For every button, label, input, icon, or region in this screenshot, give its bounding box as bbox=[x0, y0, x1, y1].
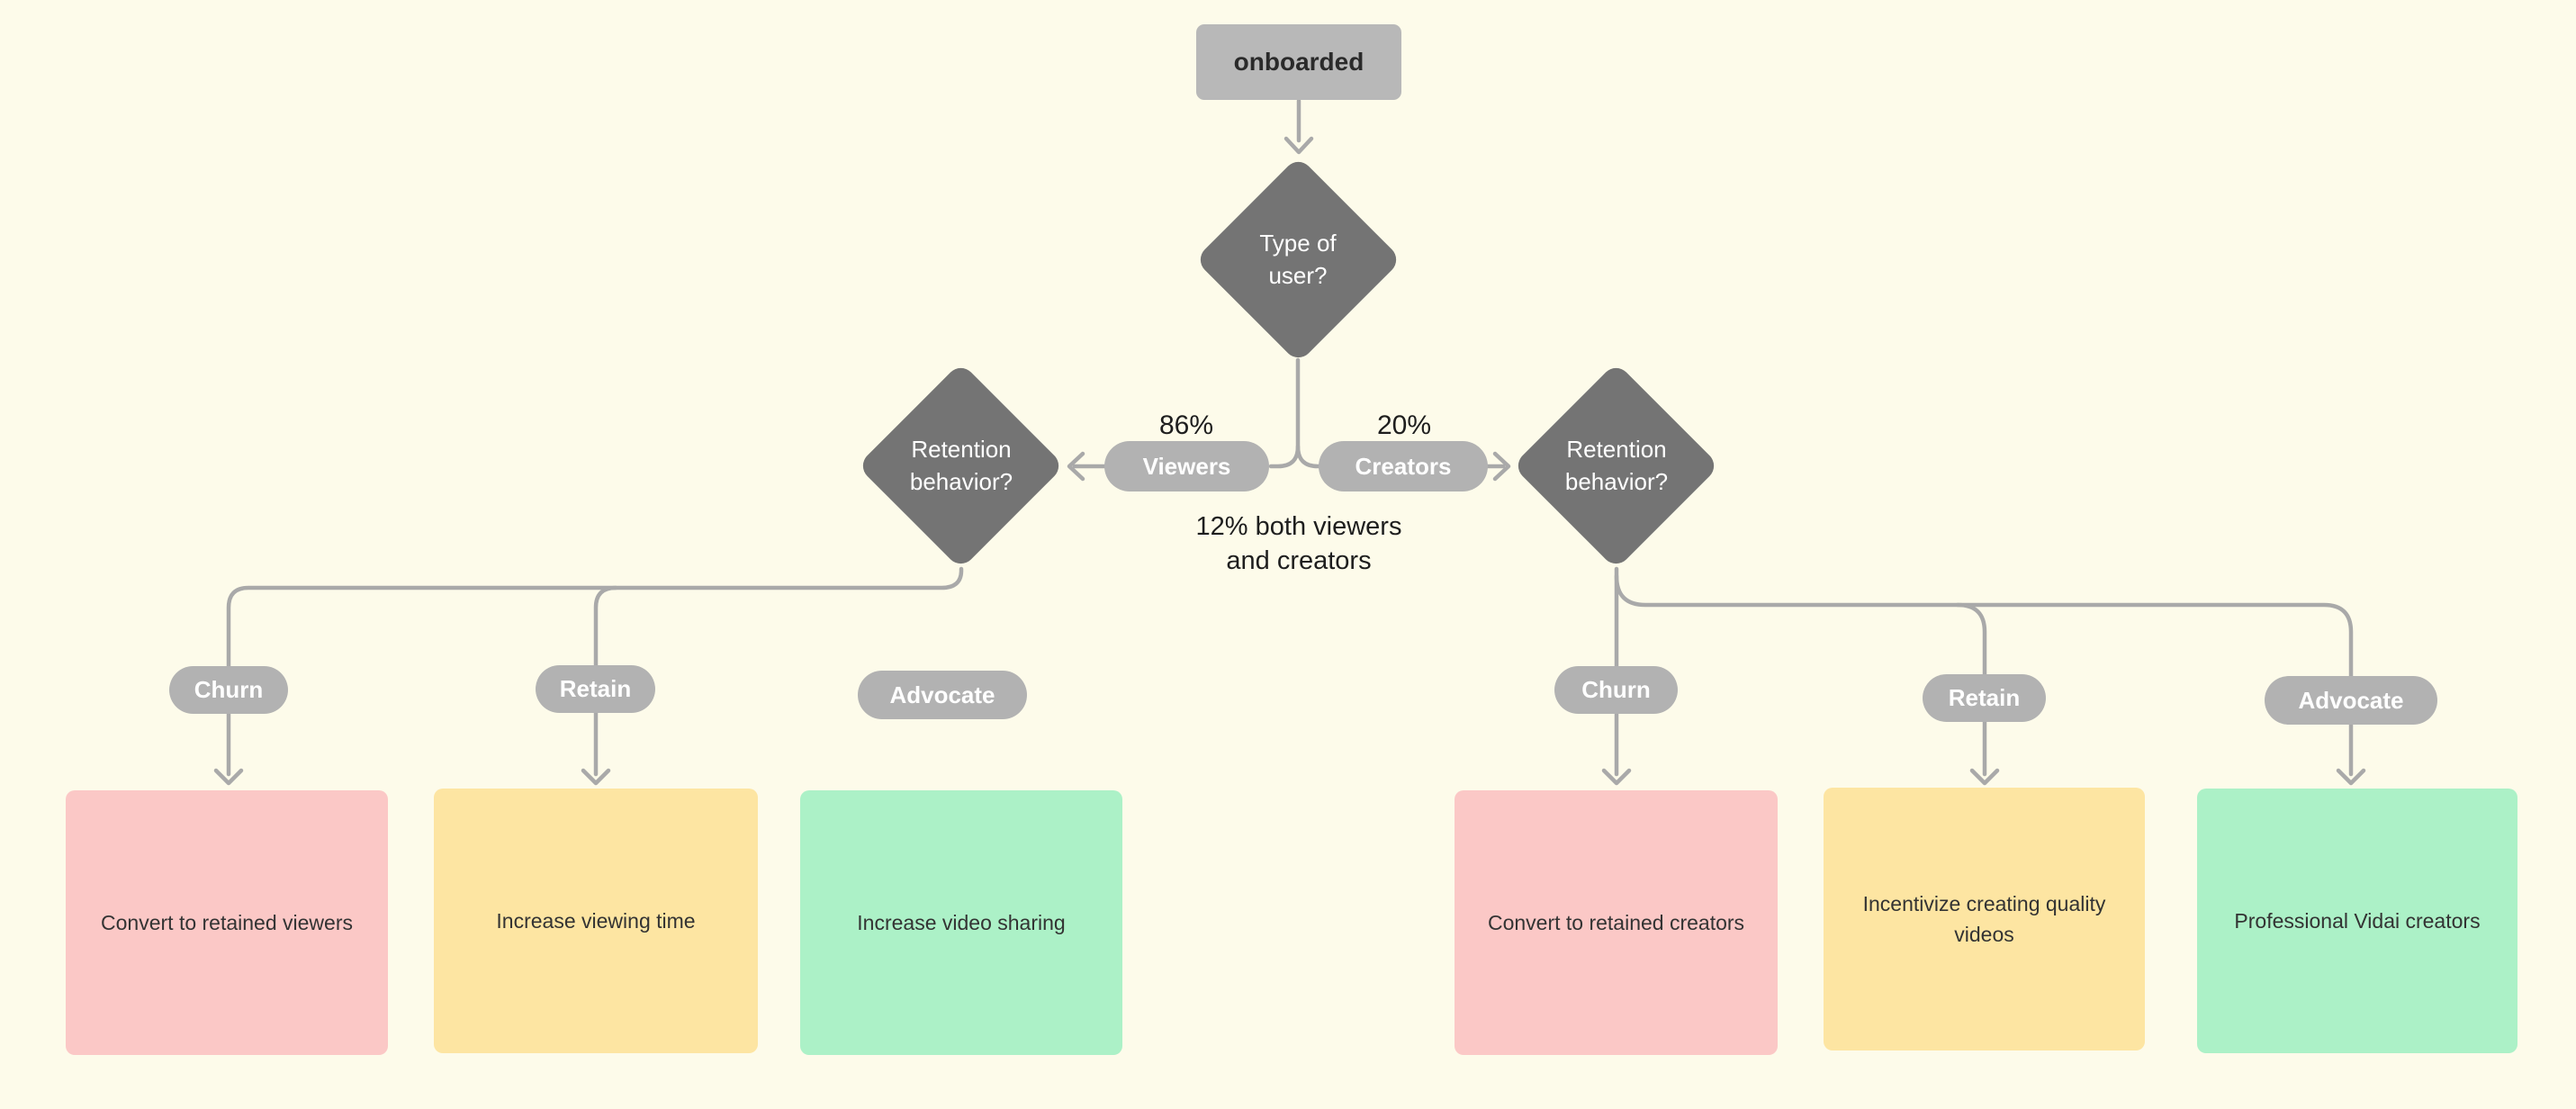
arrow-left-diamond bbox=[1067, 451, 1085, 482]
edge-right-tree bbox=[1614, 573, 2354, 777]
right-retention-label: Retention behavior? bbox=[1564, 436, 1669, 495]
start-node-onboarded: onboarded bbox=[1196, 24, 1401, 100]
arrow-right-diamond bbox=[1492, 451, 1511, 482]
outcome-card-convert-retained-viewers: Convert to retained viewers bbox=[66, 790, 388, 1055]
left-retain-pill: Retain bbox=[536, 665, 655, 713]
outcome-card-incentivize-quality-videos: Incentivize creating quality videos bbox=[1824, 788, 2145, 1050]
right-churn-pill: Churn bbox=[1554, 666, 1678, 714]
outcome-card-professional-vidai-creators: Professional Vidai creators bbox=[2197, 789, 2517, 1053]
overlap-note-line1: 12% both viewers bbox=[1195, 512, 1402, 541]
left-churn-pill: Churn bbox=[169, 666, 288, 714]
root-decision-label: Type of user? bbox=[1259, 230, 1337, 289]
edge-right-retain-drop bbox=[1955, 602, 1987, 777]
left-advocate-pill: Advocate bbox=[858, 671, 1027, 719]
viewers-percent-label: 86% bbox=[1158, 410, 1214, 440]
arrow-right-advocate bbox=[2336, 768, 2366, 786]
outcome-card-convert-retained-creators: Convert to retained creators bbox=[1455, 790, 1778, 1055]
creators-percent-label: 20% bbox=[1376, 410, 1432, 440]
overlap-note: 12% both viewers and creators bbox=[1155, 509, 1443, 578]
overlap-note-line2: and creators bbox=[1226, 546, 1372, 575]
viewers-branch-pill: Viewers bbox=[1104, 441, 1269, 491]
outcome-card-increase-video-sharing: Increase video sharing bbox=[800, 790, 1122, 1055]
outcome-card-increase-viewing-time: Increase viewing time bbox=[434, 789, 758, 1053]
arrow-right-churn bbox=[1601, 768, 1632, 786]
arrow-right-retain bbox=[1969, 768, 2000, 786]
arrow-left-churn bbox=[213, 768, 244, 786]
arrow-left-retain bbox=[581, 768, 611, 786]
left-retention-label: Retention behavior? bbox=[909, 436, 1013, 495]
arrow-down-root bbox=[1283, 136, 1314, 155]
edge-left-tree bbox=[226, 566, 964, 777]
creators-branch-pill: Creators bbox=[1319, 441, 1488, 491]
edge-root-to-creators bbox=[1295, 444, 1322, 469]
right-retain-pill: Retain bbox=[1923, 674, 2046, 722]
edge-root-to-viewers bbox=[1268, 357, 1301, 469]
edge-left-retain-drop bbox=[593, 585, 618, 777]
right-advocate-pill: Advocate bbox=[2265, 676, 2437, 725]
